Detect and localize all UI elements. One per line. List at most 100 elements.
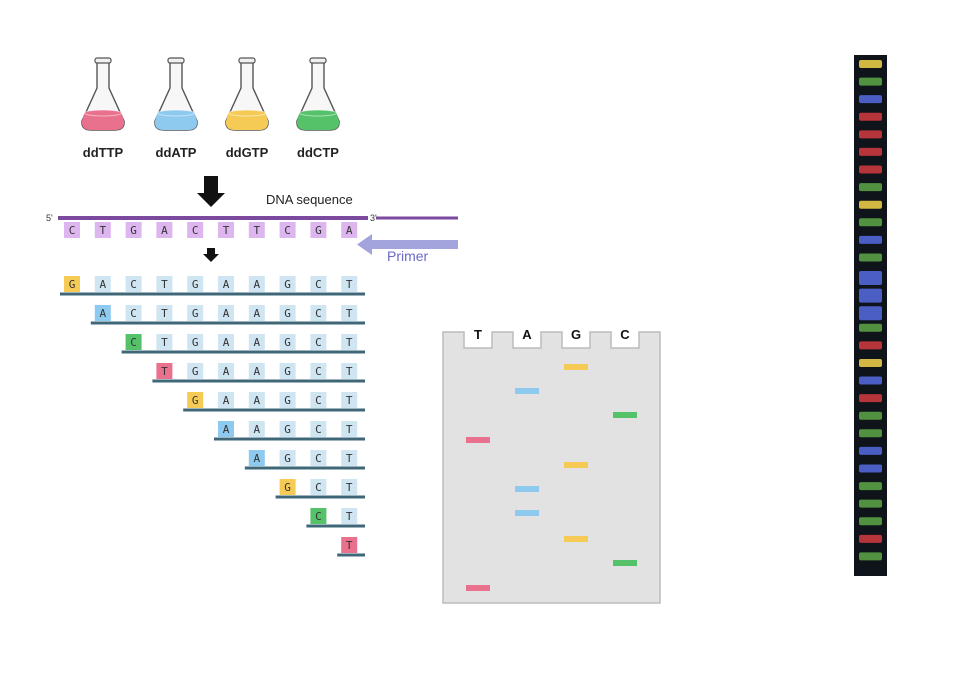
template-base-letter: A: [161, 224, 168, 237]
template-base-box: [94, 222, 111, 238]
gel-band-t: [466, 437, 490, 443]
fragment-base-box: [341, 450, 358, 466]
fragment-base-box: [310, 392, 327, 408]
template-base-box: [341, 222, 358, 238]
fragment-base-box: [310, 363, 327, 379]
flask-liquid: [154, 113, 198, 130]
template-base-letter: C: [69, 224, 76, 237]
gel-body: [442, 331, 661, 604]
template-base-box: [64, 222, 80, 238]
strip-band: [859, 552, 882, 561]
strip-band: [859, 446, 882, 455]
fragment-base-letter: A: [253, 365, 260, 378]
fragment-base-box: [125, 276, 142, 292]
fragment-base-letter: A: [253, 336, 260, 349]
fragment-base-box: [310, 450, 327, 466]
template-base-letter: T: [253, 224, 260, 237]
fragment-base-letter: T: [346, 423, 353, 436]
template-base: C: [279, 222, 296, 238]
strip-band: [859, 411, 882, 420]
fragment-base-box: [94, 276, 111, 292]
fragment-base-box: [248, 392, 265, 408]
template-base-box: [310, 222, 327, 238]
fragment-base-box: [279, 276, 296, 292]
strip-band: [859, 200, 882, 209]
template-base: A: [341, 222, 358, 238]
fragment-base-letter: G: [192, 307, 199, 320]
strip-band: [859, 534, 882, 543]
fragment-base-box: [248, 305, 265, 321]
template-base-box: [279, 222, 296, 238]
strip-band: [859, 60, 882, 68]
fragment-base-letter: T: [346, 394, 353, 407]
arrow-down-small-icon: [203, 248, 219, 262]
fragment-base-letter: C: [315, 394, 322, 407]
strip-band: [859, 235, 882, 244]
fragment-base-box: [279, 450, 296, 466]
flask-rim: [238, 57, 256, 64]
terminator-base-box: [218, 421, 234, 437]
template-base-letter: T: [99, 224, 106, 237]
fragment-base-letter: A: [253, 394, 260, 407]
strip-band: [859, 130, 882, 139]
template-base: G: [310, 222, 327, 238]
flask-label: ddGTP: [226, 145, 269, 160]
fragment-row: T: [337, 537, 365, 557]
flask-liquid-surface: [84, 109, 122, 117]
gel-lane-label-g: G: [571, 327, 581, 342]
fragment-base-letter: T: [346, 365, 353, 378]
strip-band: [859, 112, 882, 121]
template-base-letter: G: [130, 224, 137, 237]
strip-band: [859, 183, 882, 192]
fragment-base-box: [187, 305, 204, 321]
fragment-base-box: [341, 479, 358, 495]
fragment-base-box: [279, 305, 296, 321]
flask-liquid: [296, 113, 340, 130]
fragment-base-letter: A: [223, 307, 230, 320]
flask-rim: [94, 57, 112, 64]
fragment-base-box: [341, 508, 358, 524]
fragment-base-letter: A: [99, 307, 106, 320]
fragment-base-box: [341, 334, 358, 350]
strip-band: [859, 271, 882, 286]
fragment-base-letter: T: [346, 336, 353, 349]
strip-band: [859, 341, 882, 350]
fragment-base-letter: A: [99, 278, 106, 291]
primer-arrowhead-icon: [357, 234, 372, 255]
flask-liquid: [81, 113, 125, 130]
fragment-base-letter: G: [192, 394, 199, 407]
strip-band: [859, 499, 882, 508]
fragment-base-box: [279, 363, 296, 379]
three-prime-label: 3': [370, 213, 377, 223]
template-base: G: [125, 222, 142, 238]
fragment-base-letter: G: [192, 365, 199, 378]
template-base: T: [94, 222, 111, 238]
gel-lane-label-a: A: [522, 327, 532, 342]
fragment-base-letter: A: [223, 336, 230, 349]
arrow-down-large-icon: [197, 176, 225, 207]
dna-sequence-label: DNA sequence: [266, 192, 353, 207]
fragment-base-letter: C: [130, 307, 137, 320]
fragment-base-box: [341, 421, 358, 437]
fragment-base-box: [279, 421, 296, 437]
gel-band-c: [613, 560, 637, 566]
gel-band-a: [515, 510, 539, 516]
fragment-base-letter: T: [346, 539, 353, 552]
fragment-base-letter: T: [161, 278, 168, 291]
template-base-letter: A: [346, 224, 353, 237]
five-prime-label: 5': [46, 213, 53, 223]
strip-band: [859, 218, 882, 227]
flask-liquid: [225, 113, 269, 130]
fragment-base-letter: A: [223, 394, 230, 407]
fragment-base-letter: C: [315, 278, 322, 291]
fragment-base-letter: C: [315, 510, 322, 523]
fragment-base-letter: C: [130, 278, 137, 291]
flask-liquid-surface: [157, 109, 195, 117]
fragment-base-box: [248, 276, 265, 292]
